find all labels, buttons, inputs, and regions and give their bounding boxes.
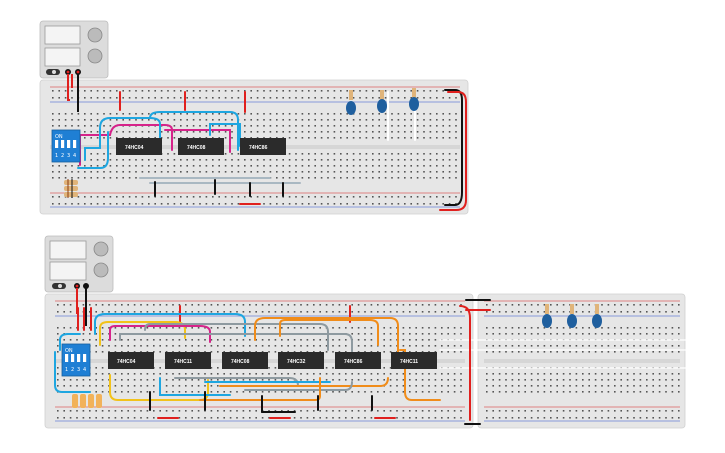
dip-switch-2-pos-1: 1 bbox=[65, 367, 68, 373]
power-leads-1 bbox=[67, 74, 79, 112]
chip-3-74hc86[interactable]: 74HC86 bbox=[240, 138, 286, 155]
leds-1 bbox=[346, 88, 419, 115]
led-1c[interactable] bbox=[409, 88, 419, 111]
chip-2-74hc08-label: 74HC08 bbox=[187, 145, 206, 151]
dip-switch-2-pos-3: 3 bbox=[77, 367, 80, 373]
dip-switch-2-pos-2: 2 bbox=[71, 367, 74, 373]
dip-switch-1-pos-3: 3 bbox=[67, 153, 70, 159]
circuit-2: ON 1 2 3 4 74HC04 74HC11 74HC bbox=[44, 235, 701, 429]
chip-2-1-74hc04[interactable]: 74HC04 bbox=[108, 352, 154, 369]
circuit-1: ON 1 2 3 4 74HC04 74HC08 bbox=[39, 20, 469, 215]
resistors-1 bbox=[64, 179, 78, 198]
chip-2-2-74hc11[interactable]: 74HC11 bbox=[165, 352, 211, 369]
wires-2 bbox=[54, 299, 701, 425]
chip-2-6-74hc11[interactable]: 74HC11 bbox=[391, 352, 437, 369]
chip-2-74hc08[interactable]: 74HC08 bbox=[178, 138, 224, 155]
dip-switch-1-on-label: ON bbox=[55, 134, 63, 140]
chip-2-1-label: 74HC04 bbox=[117, 359, 136, 365]
chip-2-3-label: 74HC08 bbox=[231, 359, 250, 365]
chip-2-3-74hc08[interactable]: 74HC08 bbox=[222, 352, 268, 369]
breadboard-3-rails bbox=[484, 300, 680, 422]
dip-switch-2-on-label: ON bbox=[65, 348, 73, 354]
dip-switch-1-pos-4: 4 bbox=[73, 153, 76, 159]
chip-1-74hc04-label: 74HC04 bbox=[125, 145, 144, 151]
led-1a[interactable] bbox=[346, 90, 356, 115]
chip-2-4-74hc32[interactable]: 74HC32 bbox=[278, 352, 324, 369]
chip-3-74hc86-label: 74HC86 bbox=[249, 145, 268, 151]
chip-2-4-label: 74HC32 bbox=[287, 359, 306, 365]
chip-2-5-74hc86[interactable]: 74HC86 bbox=[335, 352, 381, 369]
power-supply-1[interactable] bbox=[39, 20, 109, 79]
power-supply-2[interactable] bbox=[44, 235, 114, 293]
dip-switch-2[interactable]: ON 1 2 3 4 bbox=[61, 343, 91, 377]
dip-switch-1[interactable]: ON 1 2 3 4 bbox=[51, 129, 81, 163]
led-2c[interactable] bbox=[592, 304, 602, 328]
led-1b[interactable] bbox=[377, 90, 387, 113]
chip-2-6-label: 74HC11 bbox=[400, 359, 418, 365]
leds-2 bbox=[542, 304, 602, 328]
dip-switch-1-pos-1: 1 bbox=[55, 153, 58, 159]
breadboard-2-rails bbox=[55, 300, 465, 422]
breadboard-3-center-channel bbox=[484, 359, 680, 363]
chip-2-2-label: 74HC11 bbox=[174, 359, 192, 365]
breadboard-1-rails bbox=[50, 86, 460, 208]
led-2b[interactable] bbox=[567, 304, 577, 328]
chip-1-74hc04[interactable]: 74HC04 bbox=[116, 138, 162, 155]
wires-1 bbox=[77, 89, 467, 211]
led-2a[interactable] bbox=[542, 304, 552, 328]
resistors-2 bbox=[72, 394, 102, 408]
dip-switch-1-pos-2: 2 bbox=[61, 153, 64, 159]
chip-2-5-label: 74HC86 bbox=[344, 359, 363, 365]
dip-switch-2-pos-4: 4 bbox=[83, 367, 86, 373]
